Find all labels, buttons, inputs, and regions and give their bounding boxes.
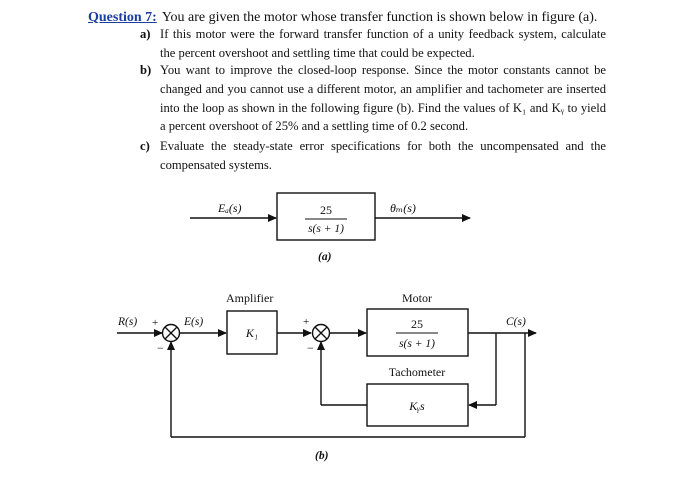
fig-a-motor-block [276, 192, 376, 241]
fig-a-output-label: θₘ(s) [390, 201, 416, 215]
part-a-letter: a) [140, 27, 151, 41]
summing-junction-1 [161, 323, 181, 343]
motor-denominator: s(s + 1) [399, 338, 435, 350]
fig-b-sum1-minus: − [157, 341, 164, 355]
question-intro: You are given the motor whose transfer f… [161, 10, 598, 25]
fig-a-denominator: s(s + 1) [308, 223, 344, 235]
fig-b-output-label: C(s) [506, 316, 526, 328]
fig-a-caption: (a) [318, 251, 332, 263]
fig-b-caption: (b) [315, 450, 329, 462]
part-c-letter: c) [140, 139, 150, 153]
part-b-letter: b) [140, 63, 152, 77]
amplifier-title: Amplifier [226, 291, 273, 305]
part-c-text: Evaluate the steady-state error specific… [160, 139, 606, 172]
motor-numerator: 25 [411, 317, 423, 331]
summing-junction-2 [311, 323, 331, 343]
fig-a-input-label: Eₐ(s) [217, 201, 242, 215]
figure-a: Eₐ(s) 25 s(s + 1) θₘ(s) (a) [190, 192, 471, 263]
fig-a-numerator: 25 [320, 203, 332, 217]
amplifier-gain: K₁ [245, 326, 258, 340]
motor-title: Motor [402, 291, 432, 305]
part-b-text: You want to improve the closed-loop resp… [160, 63, 606, 134]
question-part-c: c) Evaluate the steady-state error speci… [140, 137, 606, 175]
tachometer-title: Tachometer [389, 365, 445, 379]
fig-b-sum1-plus: + [152, 317, 158, 329]
fig-b-input-label: R(s) [117, 316, 137, 328]
fig-b-sum2-plus: + [303, 316, 309, 328]
question-part-a: a) If this motor were the forward transf… [140, 25, 606, 63]
fig-b-sum2-minus: − [307, 341, 314, 355]
question-heading: Question 7: You are given the motor whose… [88, 9, 597, 27]
figure-b: R(s) + − E(s) Amplifier K₁ + − Motor [117, 291, 537, 462]
part-a-text: If this motor were the forward transfer … [160, 27, 606, 60]
question-part-b: b) You want to improve the closed-loop r… [140, 61, 606, 136]
question-number: Question 7: [88, 10, 157, 25]
tachometer-gain: Kᵧs [408, 399, 425, 413]
fig-b-error-label: E(s) [183, 316, 203, 328]
